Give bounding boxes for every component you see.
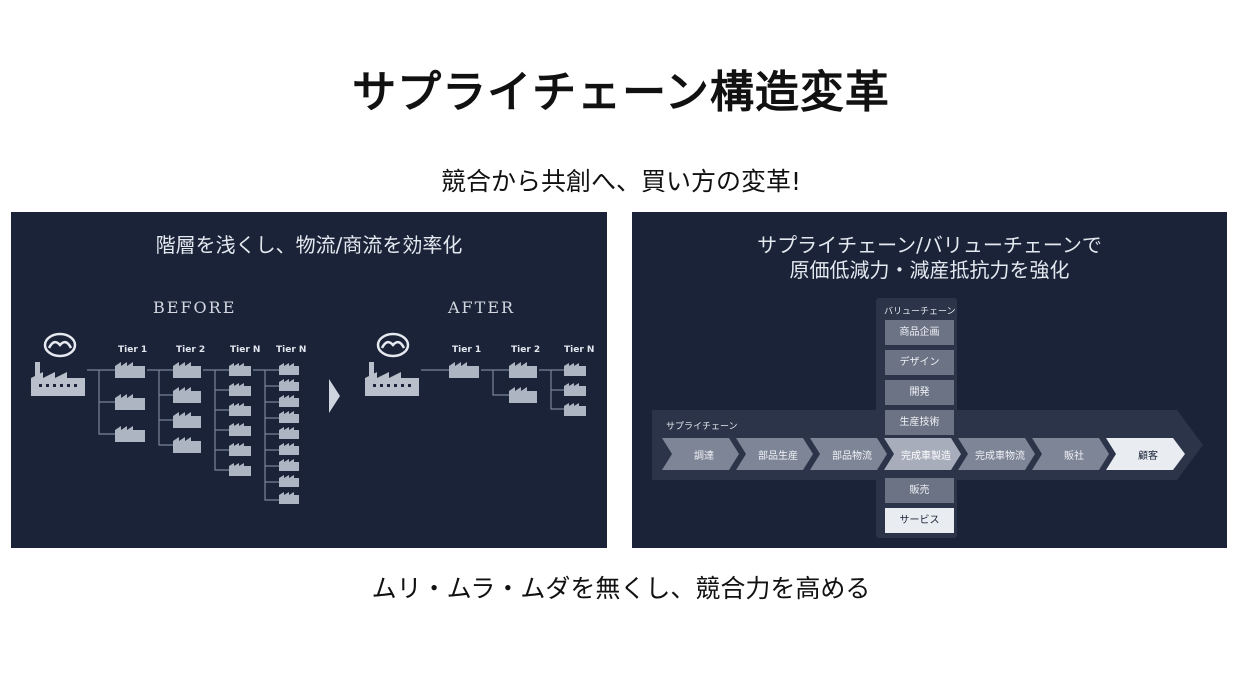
oem-factory-icon-after <box>365 362 419 396</box>
value-chain-step-6: サービス <box>885 508 954 533</box>
before-tier-n2-label: Tier N <box>276 345 307 355</box>
after-tier-2-label: Tier 2 <box>511 345 541 355</box>
right-panel-heading-line1: サプライチェーン/バリューチェーンで <box>757 233 1102 257</box>
before-to-after-arrow-icon <box>329 379 340 413</box>
after-label: AFTER <box>448 298 516 317</box>
right-panel-heading-line2: 原価低減力・減産抵抗力を強化 <box>789 258 1070 282</box>
value-chain-label: バリューチェーン <box>884 307 956 317</box>
value-chain-step-5: 販売 <box>885 478 954 503</box>
supplier-tree-before <box>87 362 299 504</box>
before-tier-2-label: Tier 2 <box>176 345 206 355</box>
page-title: サプライチェーン構造変革 <box>352 67 890 118</box>
supply-step-3: 部品物流 <box>832 451 872 462</box>
before-tier-1-label: Tier 1 <box>118 345 148 355</box>
value-chain-step-4: 生産技術 <box>885 410 954 435</box>
brand-logo-before <box>43 332 77 358</box>
supply-step-2: 部品生産 <box>758 451 798 462</box>
left-panel-heading: 階層を浅くし、物流/商流を効率化 <box>155 233 463 257</box>
supply-step-5: 完成車物流 <box>975 451 1025 462</box>
brand-logo-after <box>376 332 410 358</box>
left-panel: 階層を浅くし、物流/商流を効率化 BEFORE AFTER Tier 1 Tie… <box>11 212 607 548</box>
supply-chain-label: サプライチェーン <box>666 422 738 432</box>
value-chain-step-3: 開発 <box>885 380 954 405</box>
value-chain-step-2: デザイン <box>885 350 954 375</box>
value-chain-step-1: 商品企画 <box>885 320 954 345</box>
oem-factory-icon-before <box>31 362 85 396</box>
before-label: BEFORE <box>153 298 237 317</box>
supply-step-7: 顧客 <box>1138 451 1158 462</box>
supply-step-1: 調達 <box>694 451 714 462</box>
before-tier-n-label: Tier N <box>230 345 261 355</box>
after-tier-1-label: Tier 1 <box>452 345 482 355</box>
after-tier-n-label: Tier N <box>564 345 595 355</box>
page-subtitle: 競合から共創へ、買い方の変革! <box>440 167 802 196</box>
supply-step-4: 完成車製造 <box>901 451 951 462</box>
page-footer: ムリ・ムラ・ムダを無くし、競合力を高める <box>371 574 871 603</box>
supplier-tree-after <box>421 362 586 416</box>
supply-step-6: 販社 <box>1064 451 1084 462</box>
